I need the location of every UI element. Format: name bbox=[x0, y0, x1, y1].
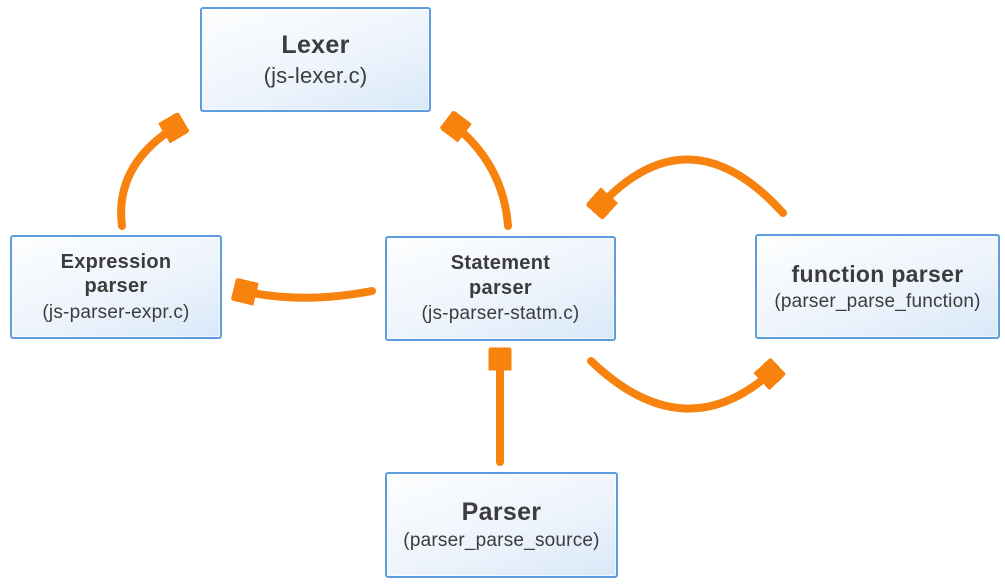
node-statement-parser-subtitle: (js-parser-statm.c) bbox=[421, 303, 580, 325]
edge-statement-parser-to-lexer bbox=[450, 122, 512, 230]
edge-statement-parser-to-expression-parser bbox=[238, 290, 376, 298]
edge-function-parser-to-statement-parser bbox=[597, 155, 787, 213]
node-parser-subtitle: (parser_parse_source) bbox=[403, 530, 600, 552]
node-expression-parser-title: Expression parser bbox=[60, 250, 172, 298]
node-lexer-subtitle: (js-lexer.c) bbox=[263, 63, 368, 88]
node-statement-parser: Statement parser (js-parser-statm.c) bbox=[385, 236, 616, 341]
edge-expression-parser-to-lexer bbox=[117, 124, 180, 230]
node-expression-parser-subtitle: (js-parser-expr.c) bbox=[42, 301, 190, 323]
node-statement-parser-title: Statement parser bbox=[450, 252, 551, 299]
node-lexer-title: Lexer bbox=[281, 30, 350, 59]
node-function-parser-title: function parser bbox=[791, 260, 964, 287]
node-parser-title: Parser bbox=[461, 497, 542, 526]
node-parser: Parser (parser_parse_source) bbox=[385, 472, 618, 578]
node-function-parser: function parser (parser_parse_function) bbox=[755, 234, 1000, 339]
node-lexer: Lexer (js-lexer.c) bbox=[200, 7, 431, 112]
edge-statement-parser-to-function-parser bbox=[587, 357, 775, 413]
node-function-parser-subtitle: (parser_parse_function) bbox=[774, 290, 981, 312]
node-expression-parser: Expression parser (js-parser-expr.c) bbox=[10, 235, 222, 339]
